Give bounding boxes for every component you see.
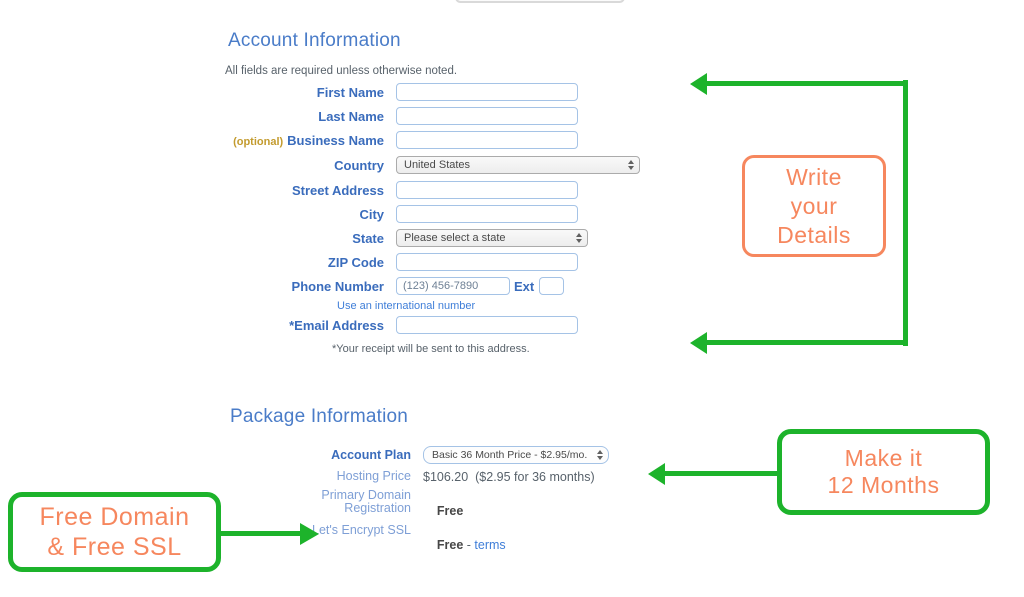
ext-label: Ext <box>514 279 535 294</box>
last-name-input[interactable] <box>396 107 578 125</box>
package-information-title: Package Information <box>230 406 409 427</box>
email-address-input[interactable] <box>396 316 578 334</box>
first-name-label: First Name <box>316 85 384 100</box>
city-input[interactable] <box>396 205 578 223</box>
terms-link[interactable]: terms <box>474 538 506 552</box>
account-plan-select[interactable]: Basic 36 Month Price - $2.95/mo. <box>423 446 609 464</box>
bracket-vertical-line <box>903 80 908 346</box>
business-name-label: (optional)Business Name <box>233 133 384 148</box>
international-number-link[interactable]: Use an international number <box>337 300 476 312</box>
optional-tag: (optional) <box>233 136 284 148</box>
street-address-label: Street Address <box>292 183 384 198</box>
arrow-left-icon <box>648 462 665 485</box>
free-domain-arrow-shaft <box>221 531 301 536</box>
make-12-arrow-shaft <box>664 471 779 476</box>
receipt-note: *Your receipt will be sent to this addre… <box>332 343 530 355</box>
country-select[interactable]: United States <box>396 156 640 174</box>
zip-code-label: ZIP Code <box>327 255 384 270</box>
arrow-left-icon <box>690 72 707 95</box>
city-label: City <box>359 207 384 222</box>
state-select[interactable]: Please select a state <box>396 229 588 247</box>
phone-number-input[interactable] <box>396 277 510 295</box>
account-information-title: Account Information <box>228 30 401 51</box>
select-stepper-icon <box>628 160 634 170</box>
cutoff-element-top <box>455 0 625 3</box>
lets-encrypt-ssl-value: Free - terms <box>436 538 506 552</box>
business-name-input[interactable] <box>396 131 578 149</box>
bracket-top-shaft <box>705 81 905 86</box>
email-address-label: *Email Address <box>289 318 384 333</box>
phone-number-label: Phone Number <box>291 279 384 294</box>
state-label: State <box>352 231 384 246</box>
write-your-details-callout: Write your Details <box>742 155 886 257</box>
arrow-left-icon <box>690 331 707 354</box>
required-fields-note: All fields are required unless otherwise… <box>225 65 458 77</box>
ext-input[interactable] <box>539 277 564 295</box>
primary-domain-value: Free <box>436 504 464 518</box>
country-label: Country <box>334 158 384 173</box>
select-stepper-icon <box>597 450 603 460</box>
hosting-price-label: Hosting Price <box>336 469 411 483</box>
hosting-price-value: $106.20 ($2.95 for 36 months) <box>423 470 595 484</box>
arrow-right-icon <box>300 522 319 545</box>
free-domain-ssl-callout: Free Domain & Free SSL <box>8 492 221 572</box>
primary-domain-label: Primary Domain Registration <box>321 488 411 515</box>
zip-code-input[interactable] <box>396 253 578 271</box>
street-address-input[interactable] <box>396 181 578 199</box>
last-name-label: Last Name <box>318 109 384 124</box>
lets-encrypt-ssl-label: Let's Encrypt SSL <box>312 523 411 537</box>
bracket-bottom-shaft <box>705 340 905 345</box>
select-stepper-icon <box>576 233 582 243</box>
account-plan-label: Account Plan <box>331 448 411 462</box>
make-it-12-months-callout: Make it 12 Months <box>777 429 990 515</box>
first-name-input[interactable] <box>396 83 578 101</box>
